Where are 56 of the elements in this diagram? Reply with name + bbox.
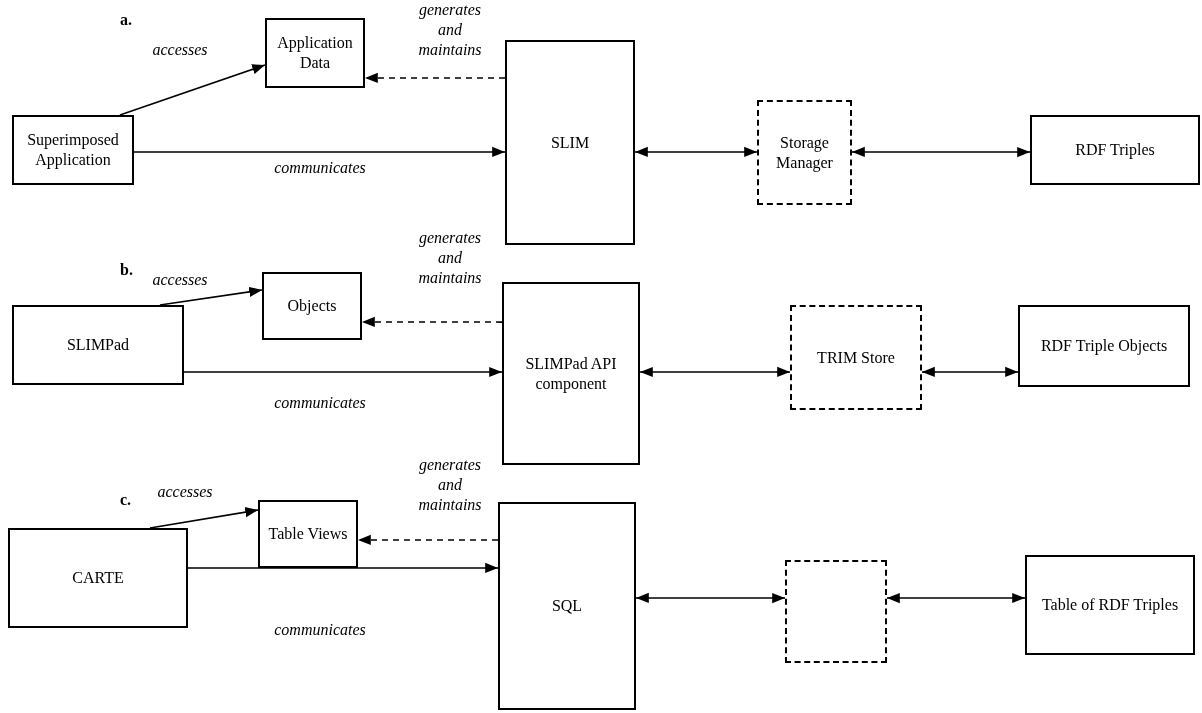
process-box — [1030, 115, 1200, 185]
edge-label: communicates — [273, 620, 367, 640]
process-box — [8, 528, 188, 628]
edge-label: communicates — [273, 158, 367, 178]
box-label: TRIM Store — [817, 347, 895, 368]
edge-label: accesses — [151, 270, 209, 290]
arrow — [361, 316, 503, 328]
arrow — [851, 146, 1031, 158]
process-box — [12, 115, 134, 185]
box-label: Table of RDF Triples — [1041, 595, 1179, 615]
box-label: SLIM — [550, 132, 590, 153]
arrow — [921, 366, 1019, 378]
process-box — [12, 305, 184, 385]
edge-label: generates and maintains — [417, 228, 483, 288]
process-box — [502, 282, 640, 465]
arrow — [634, 146, 758, 158]
edge-label: generates and maintains — [417, 0, 483, 60]
edge-label: accesses — [156, 482, 214, 502]
panel-letter: c. — [120, 490, 132, 510]
box-label: SLIMPad API component — [524, 353, 618, 394]
box-label: RDF Triple Objects — [1040, 336, 1168, 356]
box-label: Table Views — [268, 524, 348, 544]
arrow — [119, 64, 266, 116]
box-label: Superimposed Application — [26, 130, 120, 170]
process-box — [265, 18, 365, 88]
box-label: SLIMPad — [66, 335, 130, 355]
arrow — [183, 366, 503, 378]
arrow — [639, 366, 791, 378]
process-box — [1018, 305, 1190, 387]
box-label: Objects — [287, 296, 337, 316]
panel-letter: b. — [120, 260, 133, 280]
process-box — [498, 502, 636, 710]
box-label: SQL — [551, 596, 583, 616]
arrow — [635, 592, 786, 604]
process-box — [258, 500, 358, 568]
dashed-box — [785, 560, 887, 663]
box-label: Storage Manager — [775, 132, 834, 173]
dashed-box — [790, 305, 922, 410]
process-box — [1025, 555, 1195, 655]
arrow — [133, 146, 506, 158]
arrow — [159, 286, 263, 306]
arrow — [149, 507, 259, 529]
edge-label: generates and maintains — [417, 455, 483, 515]
arrow — [364, 72, 506, 84]
arrow — [187, 562, 499, 574]
panel-letter: a. — [120, 10, 132, 30]
arrow — [357, 534, 499, 546]
process-box — [505, 40, 635, 245]
box-label: RDF Triples — [1075, 140, 1155, 160]
arrow — [886, 592, 1026, 604]
process-box — [262, 272, 362, 340]
edge-label: communicates — [273, 393, 367, 413]
dashed-box — [757, 100, 852, 205]
box-label: Application Data — [276, 33, 354, 73]
box-label: CARTE — [72, 568, 124, 588]
edge-label: accesses — [151, 40, 209, 60]
